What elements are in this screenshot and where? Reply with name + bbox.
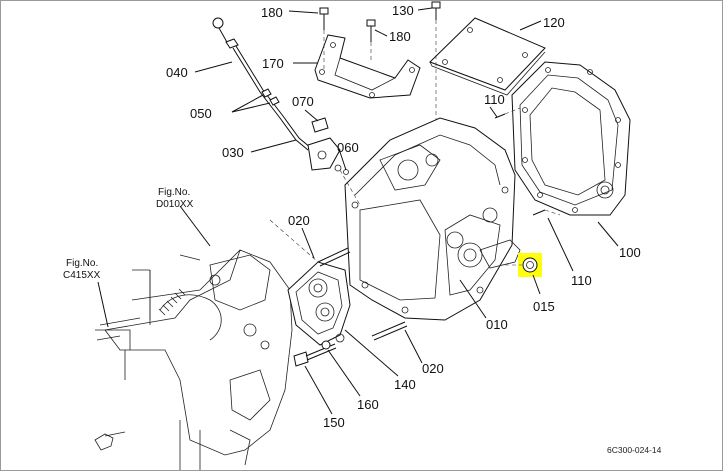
part-label-160: 160: [357, 397, 379, 412]
part-label-070: 070: [292, 94, 314, 109]
transmission-case-010: [344, 117, 521, 321]
side-cover-140: [287, 261, 351, 346]
part-labels: 180 130 120 180 040 170 070 050 110 060 …: [166, 3, 641, 430]
alignment-lines: [269, 20, 561, 266]
part-label-060: 060: [337, 140, 359, 155]
part-label-150: 150: [323, 415, 345, 430]
stud-020-a: [317, 247, 351, 267]
part-label-180-a: 180: [261, 5, 283, 20]
part-label-140: 140: [394, 377, 416, 392]
leader-lines: [97, 7, 619, 415]
part-label-120: 120: [543, 15, 565, 30]
part-label-010: 010: [486, 317, 508, 332]
part-label-170: 170: [262, 56, 284, 71]
part-label-015: 015: [533, 299, 555, 314]
bolt-150: [293, 343, 337, 367]
part-label-020-b: 020: [422, 361, 444, 376]
figure-reference-line1: Fig.No.: [66, 258, 98, 269]
part-label-130: 130: [392, 3, 414, 18]
part-label-110-a: 110: [484, 92, 505, 107]
bracket-170: [314, 34, 421, 99]
stud-020-b: [371, 321, 408, 341]
part-label-100: 100: [619, 245, 641, 260]
part-label-030: 030: [222, 145, 244, 160]
shift-lever-040-030: [212, 17, 341, 171]
dowel-110-a: [494, 113, 506, 119]
part-label-050: 050: [190, 106, 212, 121]
drawing-number: 6C300-024-14: [607, 445, 662, 455]
figure-reference-line1: Fig.No.: [158, 187, 190, 198]
figure-reference-line2: C415XX: [63, 270, 101, 281]
figure-reference-line2: D010XX: [156, 199, 194, 210]
top-cover-plate-120: [429, 17, 546, 96]
bolt-180-b: [366, 19, 376, 42]
pin-070: [311, 117, 329, 133]
figure-reference-d010xx: Fig.No. D010XX: [156, 187, 194, 210]
bolt-130: [431, 1, 441, 20]
part-label-020-a: 020: [288, 213, 310, 228]
figure-reference-c415xx: Fig.No. C415XX: [63, 258, 101, 281]
part-label-040: 040: [166, 65, 188, 80]
bolt-180-a: [319, 7, 329, 30]
washer-160: [321, 340, 331, 350]
adjacent-assembly-drawing: [94, 249, 293, 470]
rear-cover-100: [511, 61, 631, 216]
part-label-110-b: 110: [571, 273, 592, 288]
part-label-180-b: 180: [389, 29, 411, 44]
dowel-110-b: [532, 209, 546, 216]
